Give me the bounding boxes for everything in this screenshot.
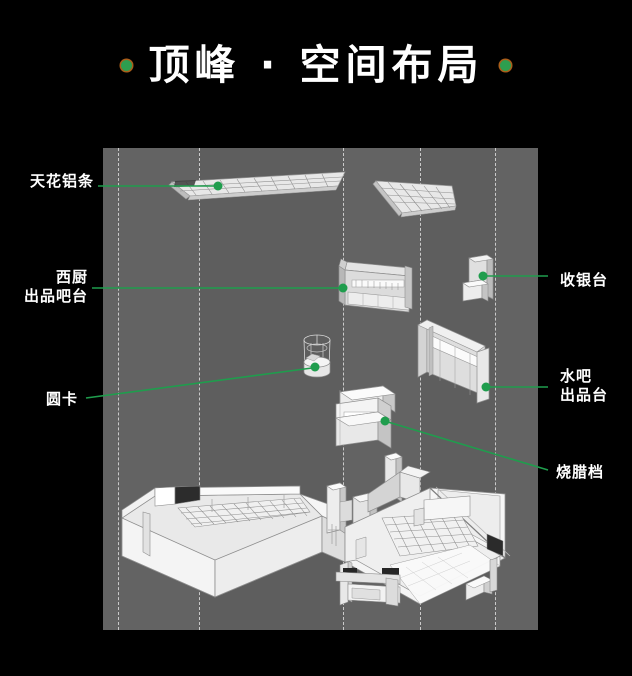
guide-line	[420, 148, 421, 630]
callout-label-ceiling-strip: 天花铝条	[29, 172, 94, 190]
bullet-dot-right	[499, 59, 511, 71]
callout-label-round-booth: 圆卡	[45, 390, 78, 408]
guide-line	[118, 148, 119, 630]
guide-line	[495, 148, 496, 630]
guide-line	[343, 148, 344, 630]
callout-label-west-kitchen: 西厨 出品吧台	[23, 268, 88, 305]
scene-band	[199, 148, 343, 630]
callout-label-cashier: 收银台	[560, 271, 609, 289]
guide-line	[199, 148, 200, 630]
page-title-bar: 顶峰 · 空间布局	[0, 36, 632, 94]
callout-label-water-bar: 水吧 出品台	[560, 367, 609, 404]
page-title: 顶峰 · 空间布局	[148, 40, 484, 89]
scene-panel	[103, 148, 538, 630]
bullet-dot-left	[121, 59, 133, 71]
callout-label-roast-station: 烧腊档	[556, 463, 605, 481]
scene-band	[420, 148, 495, 630]
